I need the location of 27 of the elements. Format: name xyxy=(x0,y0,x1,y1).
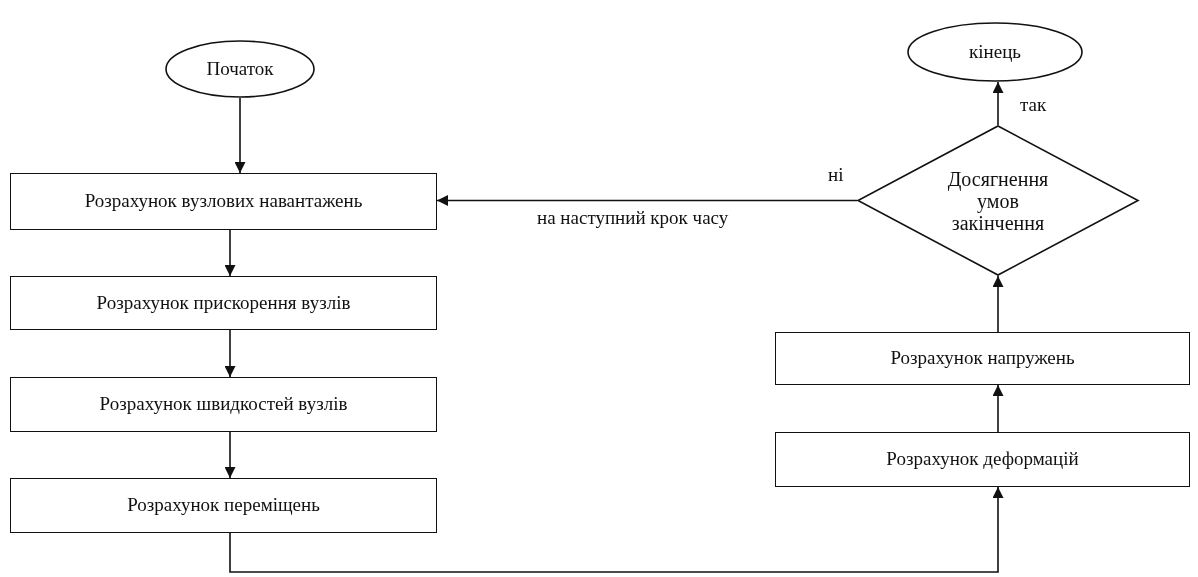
node-label: Розрахунок вузлових навантажень xyxy=(84,191,363,212)
arrow xyxy=(234,97,246,174)
process-box xyxy=(10,276,437,330)
terminal-ellipse xyxy=(165,40,315,98)
arrow xyxy=(229,486,1004,573)
node-label: Розрахунок напружень xyxy=(890,348,1075,369)
node-label: Розрахунок швидкостей вузлів xyxy=(99,394,348,415)
node-label: Розрахунок прискорення вузлів xyxy=(96,292,351,314)
node-label: Розрахунок деформацій xyxy=(886,449,1079,470)
arrow xyxy=(436,195,858,206)
arrow xyxy=(992,384,1004,433)
arrow xyxy=(224,329,236,378)
process-box xyxy=(10,478,437,533)
decision-diamond xyxy=(857,125,1139,276)
node-label: кінець xyxy=(969,41,1021,63)
arrow xyxy=(992,81,1004,126)
process-box xyxy=(775,432,1190,487)
process-box xyxy=(10,173,437,230)
process-box xyxy=(10,377,437,432)
node-label: Розрахунок переміщень xyxy=(127,495,320,516)
process-box xyxy=(775,332,1190,385)
node-label: Початок xyxy=(206,58,274,80)
arrow xyxy=(224,431,236,479)
arrow xyxy=(224,229,236,277)
node-label: Досягнення умов закінчення xyxy=(946,167,1050,234)
terminal-ellipse xyxy=(907,22,1083,82)
arrow xyxy=(992,275,1004,333)
